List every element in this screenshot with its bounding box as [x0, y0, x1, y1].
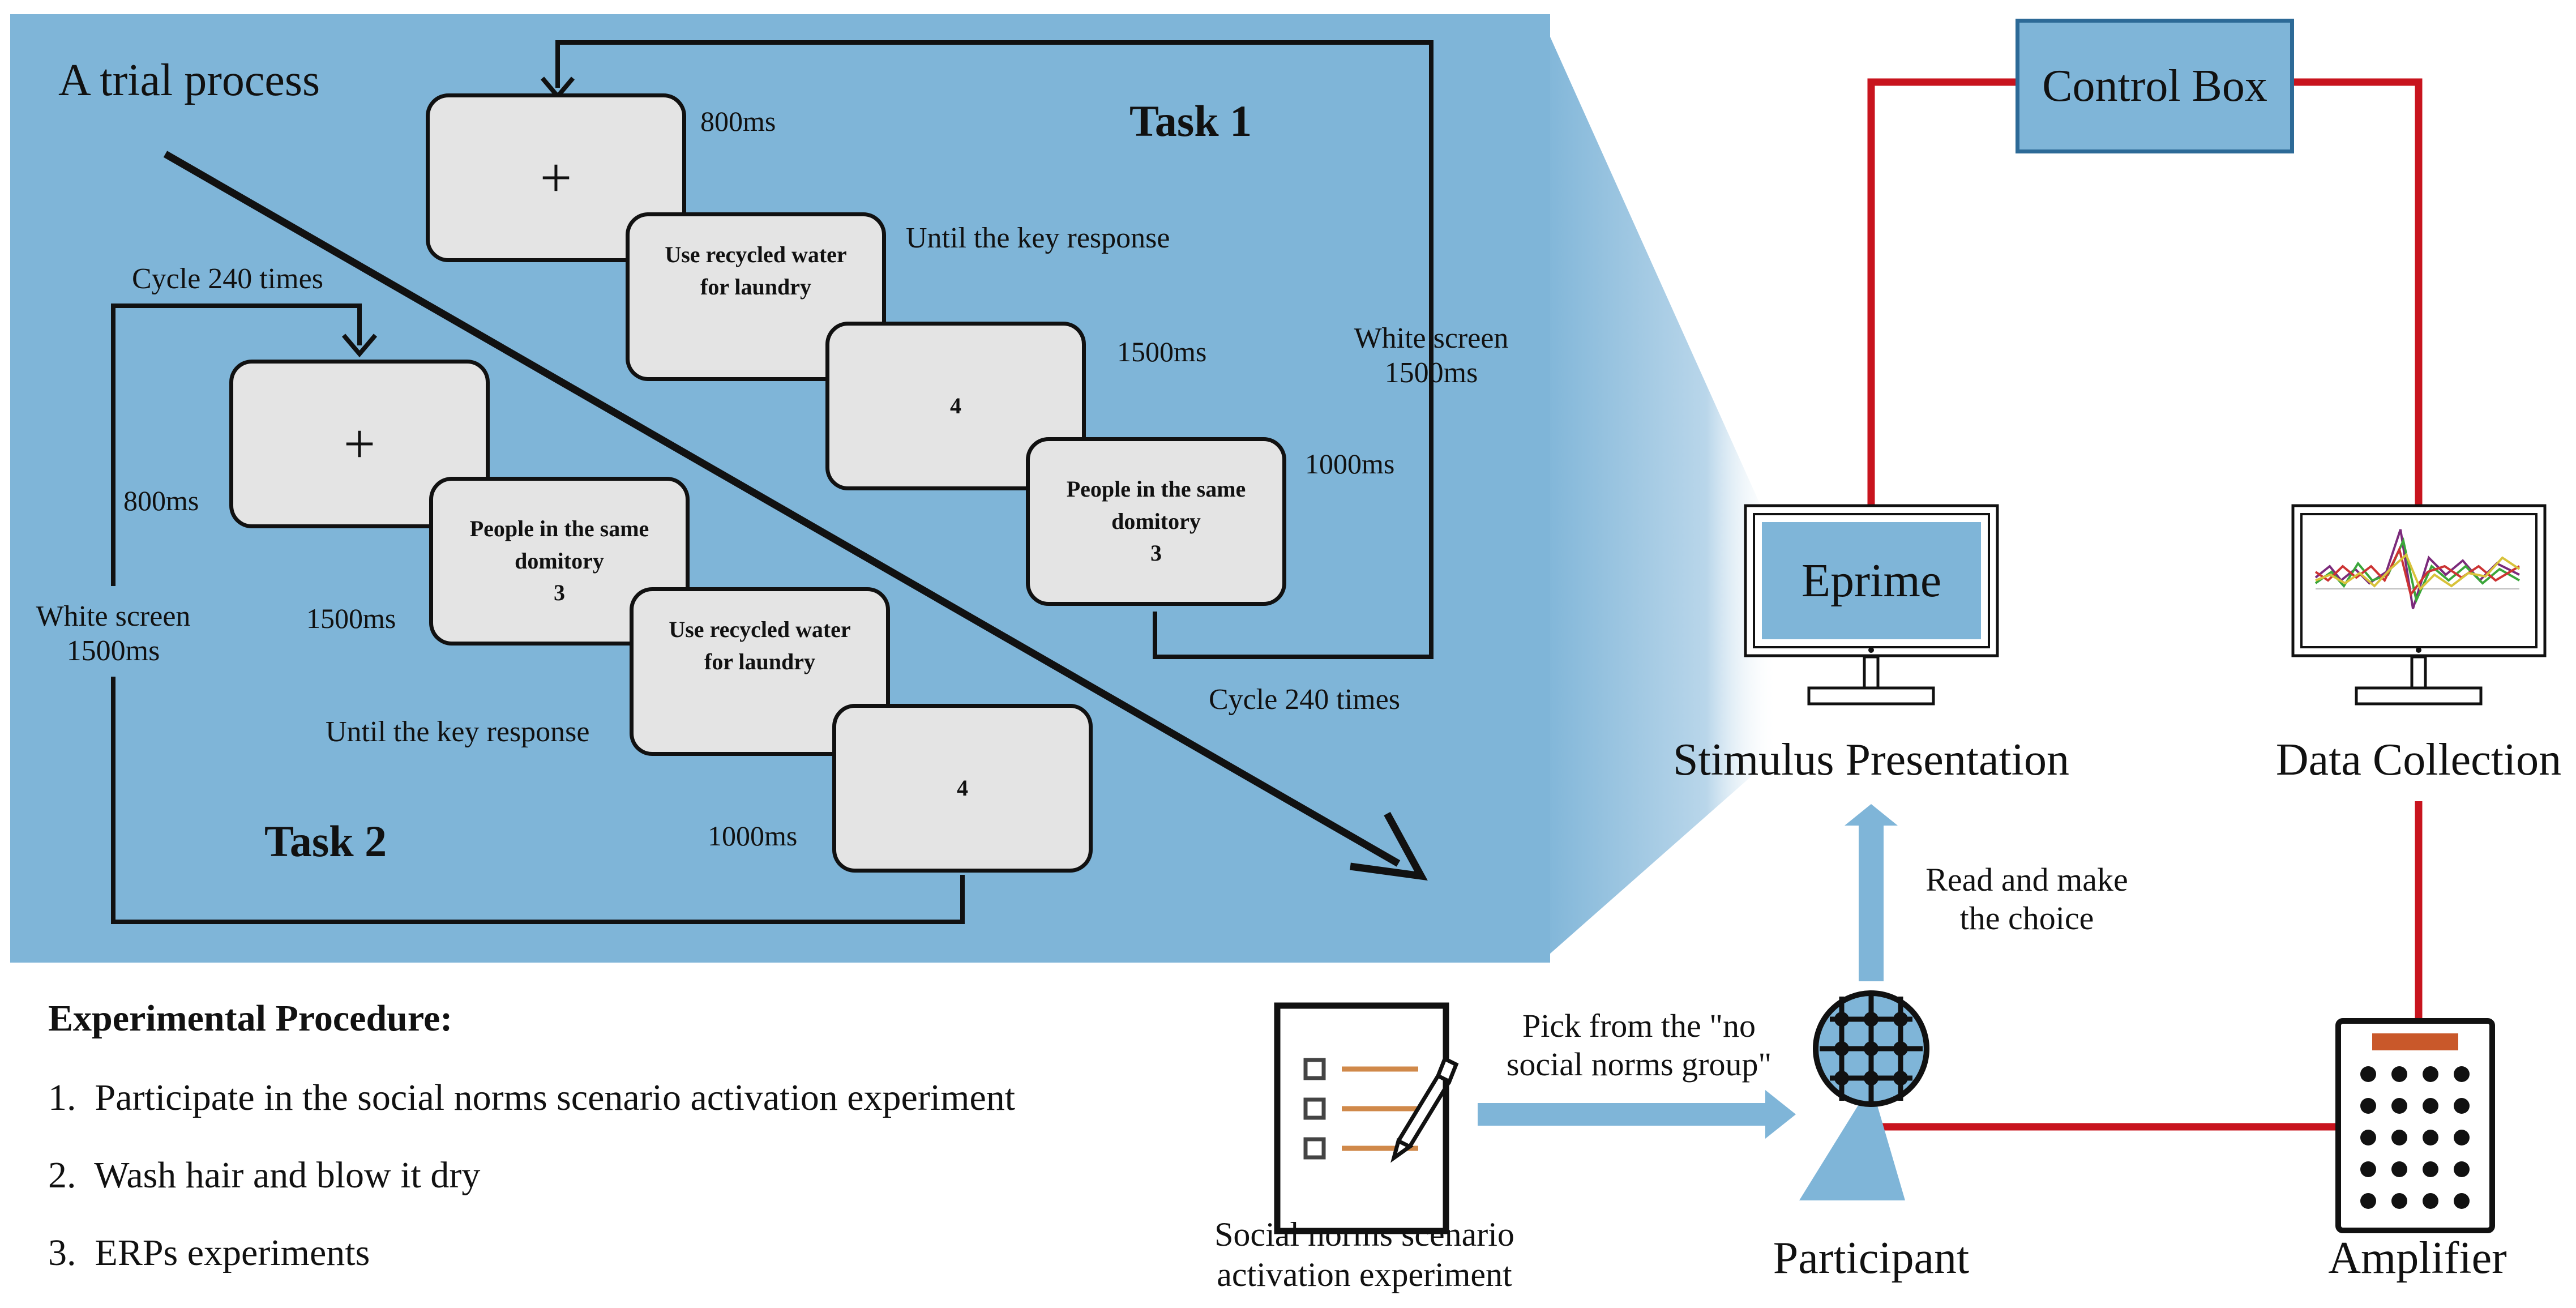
- task2-fixation-time: 800ms: [123, 485, 199, 516]
- feedback-line1: People in the same: [1066, 476, 1246, 502]
- pick-group-line1: Pick from the "no: [1522, 1007, 1756, 1044]
- feedback-line3: 3: [554, 580, 565, 606]
- eprime-label: Eprime: [1801, 554, 1942, 607]
- procedure-step: 1. Participate in the social norms scena…: [48, 1077, 1016, 1118]
- task1-cycle-line: [555, 40, 1434, 659]
- feedback-line2: domitory: [1111, 508, 1201, 534]
- task2-cycle-label: Cycle 240 times: [132, 263, 323, 295]
- read-arrow-head: [1845, 804, 1898, 826]
- wire-control-to-stimulus: [1867, 78, 2017, 507]
- survey-line1: Social norms scenario: [1214, 1216, 1514, 1253]
- procedure-step: 2. Wash hair and blow it dry: [48, 1155, 481, 1196]
- zoom-cone: [1540, 14, 1778, 963]
- amplifier-label: Amplifier: [2328, 1233, 2507, 1283]
- white-screen-line1: White screen: [1354, 322, 1509, 354]
- eeg-waveform-icon: [2314, 529, 2521, 609]
- task1-heading: Task 1: [1129, 96, 1252, 146]
- task1-feedback-time: 1000ms: [1305, 448, 1395, 480]
- number-value: 4: [950, 392, 961, 418]
- eprime-screen: Eprime: [1762, 522, 1981, 639]
- fixation-cross: +: [343, 412, 376, 475]
- task2-cycle-arrowhead: [341, 334, 378, 358]
- survey-line2: activation experiment: [1217, 1255, 1512, 1293]
- pick-arrow-shaft: [1478, 1103, 1772, 1126]
- stimulus-line1: Use recycled water: [669, 617, 851, 642]
- pick-group-label: Pick from the "no social norms group": [1480, 1007, 1798, 1084]
- control-box: Control Box: [2016, 19, 2294, 153]
- task2-number-time: 1000ms: [708, 820, 798, 852]
- task1-number-card: 4: [825, 322, 1086, 490]
- procedure-heading: Experimental Procedure:: [48, 998, 453, 1039]
- white-screen-line2: 1500ms: [66, 635, 160, 668]
- task2-cycle-line: [111, 304, 965, 924]
- data-monitor: [2291, 504, 2547, 706]
- survey-label: Social norms scenario activation experim…: [1172, 1215, 1557, 1295]
- stimulus-line1: Use recycled water: [665, 242, 847, 267]
- task1-fixation-card: +: [426, 93, 686, 262]
- stimulus-presentation-label: Stimulus Presentation: [1673, 735, 2069, 785]
- stimulus-line2: for laundry: [704, 648, 815, 674]
- number-value: 4: [957, 775, 968, 801]
- white-screen-line1: White screen: [36, 600, 191, 632]
- task2-feedback-time: 1500ms: [306, 602, 396, 634]
- task1-white-screen-label: White screen 1500ms: [1341, 321, 1522, 391]
- control-box-label: Control Box: [2042, 61, 2267, 111]
- read-choice-line2: the choice: [1959, 900, 2094, 937]
- amplifier-box: [2335, 1018, 2495, 1233]
- task2-white-screen-label: White screen 1500ms: [23, 599, 204, 669]
- feedback-line3: 3: [1150, 540, 1162, 566]
- task1-fixation-time: 800ms: [700, 105, 776, 137]
- participant-head-icon: [1813, 990, 1929, 1107]
- pick-group-line2: social norms group": [1506, 1046, 1772, 1083]
- checklist-pen-icon: [1274, 1002, 1459, 1234]
- task2-heading: Task 2: [264, 817, 387, 866]
- task1-number-time: 1500ms: [1117, 336, 1207, 367]
- diagonal-divider-line: [163, 151, 1401, 867]
- task2-stimulus-card: Use recycled water for laundry: [630, 587, 890, 756]
- white-screen-line2: 1500ms: [1384, 357, 1478, 390]
- task1-cycle-label: Cycle 240 times: [1209, 683, 1400, 716]
- wire-control-to-data: [2293, 78, 2423, 507]
- data-collection-label: Data Collection: [2275, 735, 2562, 785]
- participant-body: [1799, 1084, 1905, 1200]
- task1-stimulus-time: Until the key response: [906, 222, 1170, 254]
- task2-number-card: 4: [832, 704, 1093, 873]
- pick-arrow-head: [1765, 1090, 1796, 1139]
- read-choice-line1: Read and make: [1925, 861, 2128, 898]
- task2-stimulus-time: Until the key response: [326, 716, 590, 748]
- feedback-line1: People in the same: [469, 515, 649, 541]
- procedure-step: 3. ERPs experiments: [48, 1232, 370, 1273]
- feedback-line2: domitory: [515, 548, 604, 574]
- fixation-cross: +: [540, 146, 572, 209]
- read-choice-label: Read and make the choice: [1891, 861, 2163, 938]
- diagonal-arrowhead: [1350, 811, 1428, 881]
- task1-feedback-card: People in the same domitory 3: [1026, 437, 1286, 606]
- read-arrow-shaft: [1859, 820, 1884, 981]
- participant-label: Participant: [1773, 1233, 1970, 1283]
- trial-title: A trial process: [58, 55, 320, 105]
- stimulus-line2: for laundry: [700, 273, 811, 300]
